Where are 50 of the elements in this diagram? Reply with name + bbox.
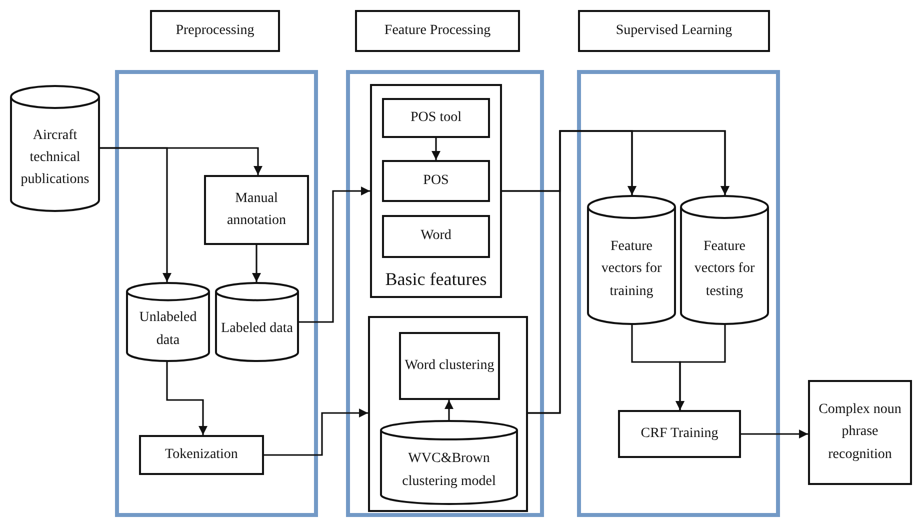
process-box	[399, 332, 500, 400]
node-label: Manual annotation	[226, 190, 288, 230]
group-box	[370, 84, 502, 298]
arrow	[252, 245, 261, 282]
arrow	[299, 186, 370, 323]
process-box	[204, 175, 309, 245]
arrow	[432, 138, 440, 160]
node-label: CRF Training	[640, 424, 720, 443]
node-label: WVC&Brown clustering model	[401, 450, 497, 491]
database-cylinder	[380, 420, 518, 505]
database-cylinder	[215, 282, 299, 362]
arrow	[264, 408, 368, 456]
arrow	[528, 130, 730, 414]
header-box	[150, 10, 280, 52]
node-label: Feature vectors for testing	[693, 238, 756, 301]
node-label: POS tool	[410, 108, 462, 127]
arrow	[166, 362, 208, 435]
node-label: POS	[422, 172, 450, 190]
node-label: Feature vectors for training	[600, 238, 663, 301]
stage-heading: Supervised Learning	[614, 22, 734, 40]
arrow	[676, 325, 726, 410]
stage-panel	[346, 70, 544, 517]
process-box	[382, 215, 490, 258]
arrow	[444, 400, 454, 420]
process-box	[382, 160, 490, 202]
stage-panel	[115, 70, 318, 517]
stage-heading: Feature Processing	[383, 22, 492, 40]
header-box	[355, 10, 520, 52]
node-label: Word clustering	[404, 356, 496, 375]
database-cylinder	[587, 195, 676, 325]
header-box	[578, 10, 770, 52]
node-label: Unlabeled data	[138, 309, 198, 350]
process-box	[808, 380, 912, 485]
node-label: Labeled data	[220, 320, 294, 338]
group-title: Basic features	[384, 269, 488, 290]
database-cylinder	[10, 85, 100, 212]
node-label: Aircraft technical publications	[20, 126, 90, 190]
node-label: Complex noun phrase recognition	[818, 400, 902, 464]
database-cylinder	[126, 282, 210, 362]
process-box	[139, 435, 264, 475]
node-label: Word	[420, 227, 452, 246]
node-label: Tokenization	[164, 446, 239, 464]
group-box	[368, 316, 528, 512]
arrow	[741, 430, 808, 438]
arrow	[100, 147, 172, 282]
database-cylinder	[680, 195, 769, 325]
stage-panel	[577, 70, 780, 517]
process-box	[618, 410, 741, 458]
stage-heading: Preprocessing	[174, 22, 256, 40]
process-box	[382, 98, 490, 138]
